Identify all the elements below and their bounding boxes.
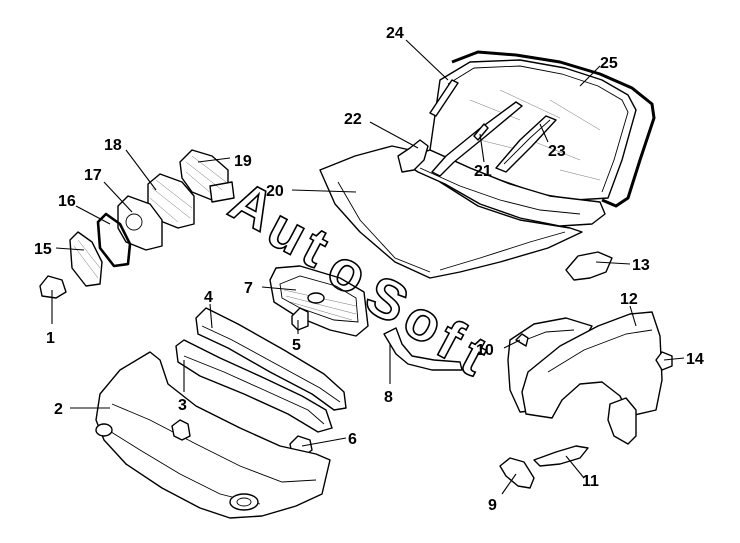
leader-19 — [197, 157, 231, 163]
callout-16: 16 — [58, 193, 76, 210]
callout-labels: 1 2 3 4 5 6 7 8 9 10 11 12 13 14 15 16 1… — [34, 25, 704, 514]
part-13-bracket — [565, 251, 613, 281]
part-20-hood — [319, 145, 583, 279]
part-15-headlamp-lens — [69, 231, 103, 287]
leader-20 — [291, 189, 357, 193]
part-10-clip — [515, 333, 529, 347]
callout-7: 7 — [244, 280, 253, 297]
part-4-upper-crossmember — [195, 307, 347, 411]
callout-3: 3 — [178, 397, 187, 414]
leader-11 — [565, 455, 585, 479]
callout-14: 14 — [686, 351, 704, 368]
leader-10 — [503, 339, 521, 349]
callout-19: 19 — [234, 153, 252, 170]
part-1-headlamp-clip — [39, 275, 67, 299]
leader-21 — [479, 133, 485, 163]
part-11-bracket — [533, 445, 589, 467]
leader-6 — [301, 437, 347, 447]
callout-8: 8 — [384, 389, 393, 406]
leader-14 — [663, 357, 685, 361]
callout-13: 13 — [632, 257, 650, 274]
callout-11: 11 — [582, 473, 599, 490]
leader-16 — [75, 205, 111, 225]
leader-7 — [261, 286, 297, 291]
part-16-headlamp-seal — [96, 212, 132, 268]
leader-15 — [55, 247, 85, 251]
part-7-front-grille — [269, 265, 369, 337]
part-9-bracket — [499, 457, 535, 489]
part-24-pillar-trim — [429, 79, 459, 117]
callout-18: 18 — [104, 137, 122, 154]
callout-1: 1 — [46, 330, 55, 347]
leader-lines — [51, 39, 685, 495]
callout-6: 6 — [348, 431, 357, 448]
leader-23 — [539, 123, 549, 143]
part-19-headlamp-bracket — [179, 149, 235, 203]
part-22-hood-bracket — [397, 139, 429, 173]
callout-10: 10 — [476, 342, 494, 359]
callout-22: 22 — [344, 111, 362, 128]
callout-21: 21 — [474, 163, 492, 180]
part-25-windshield-seal — [451, 50, 656, 208]
callout-15: 15 — [34, 241, 52, 258]
leader-24 — [405, 39, 449, 81]
part-2-front-bumper — [95, 351, 331, 519]
callout-12: 12 — [620, 291, 638, 308]
leader-13 — [595, 261, 631, 265]
callout-17: 17 — [84, 167, 102, 184]
callout-23: 23 — [548, 143, 566, 160]
callout-20: 20 — [266, 183, 284, 200]
leader-12 — [629, 305, 637, 327]
callout-5: 5 — [292, 337, 301, 354]
part-8-trim-strip — [383, 327, 463, 371]
part-cowl-panel — [399, 149, 606, 227]
leader-22 — [369, 121, 419, 149]
part-14-clip — [655, 351, 673, 371]
part-21-wiper-arm — [431, 101, 523, 177]
leader-17 — [103, 181, 133, 213]
leader-4 — [209, 303, 213, 329]
part-mud-flap — [607, 397, 637, 445]
callout-9: 9 — [488, 497, 497, 514]
leader-18 — [125, 149, 157, 191]
part-5-emblem-clip — [291, 307, 309, 331]
part-23-wiper-blade — [495, 115, 557, 173]
callout-24: 24 — [386, 25, 404, 42]
part-bumper-clip — [171, 419, 191, 441]
leader-25 — [579, 65, 601, 87]
callout-4: 4 — [204, 289, 213, 306]
leader-9 — [501, 473, 517, 495]
callout-2: 2 — [54, 401, 63, 418]
callout-25: 25 — [600, 55, 618, 72]
part-3-lower-crossmember — [175, 339, 333, 433]
